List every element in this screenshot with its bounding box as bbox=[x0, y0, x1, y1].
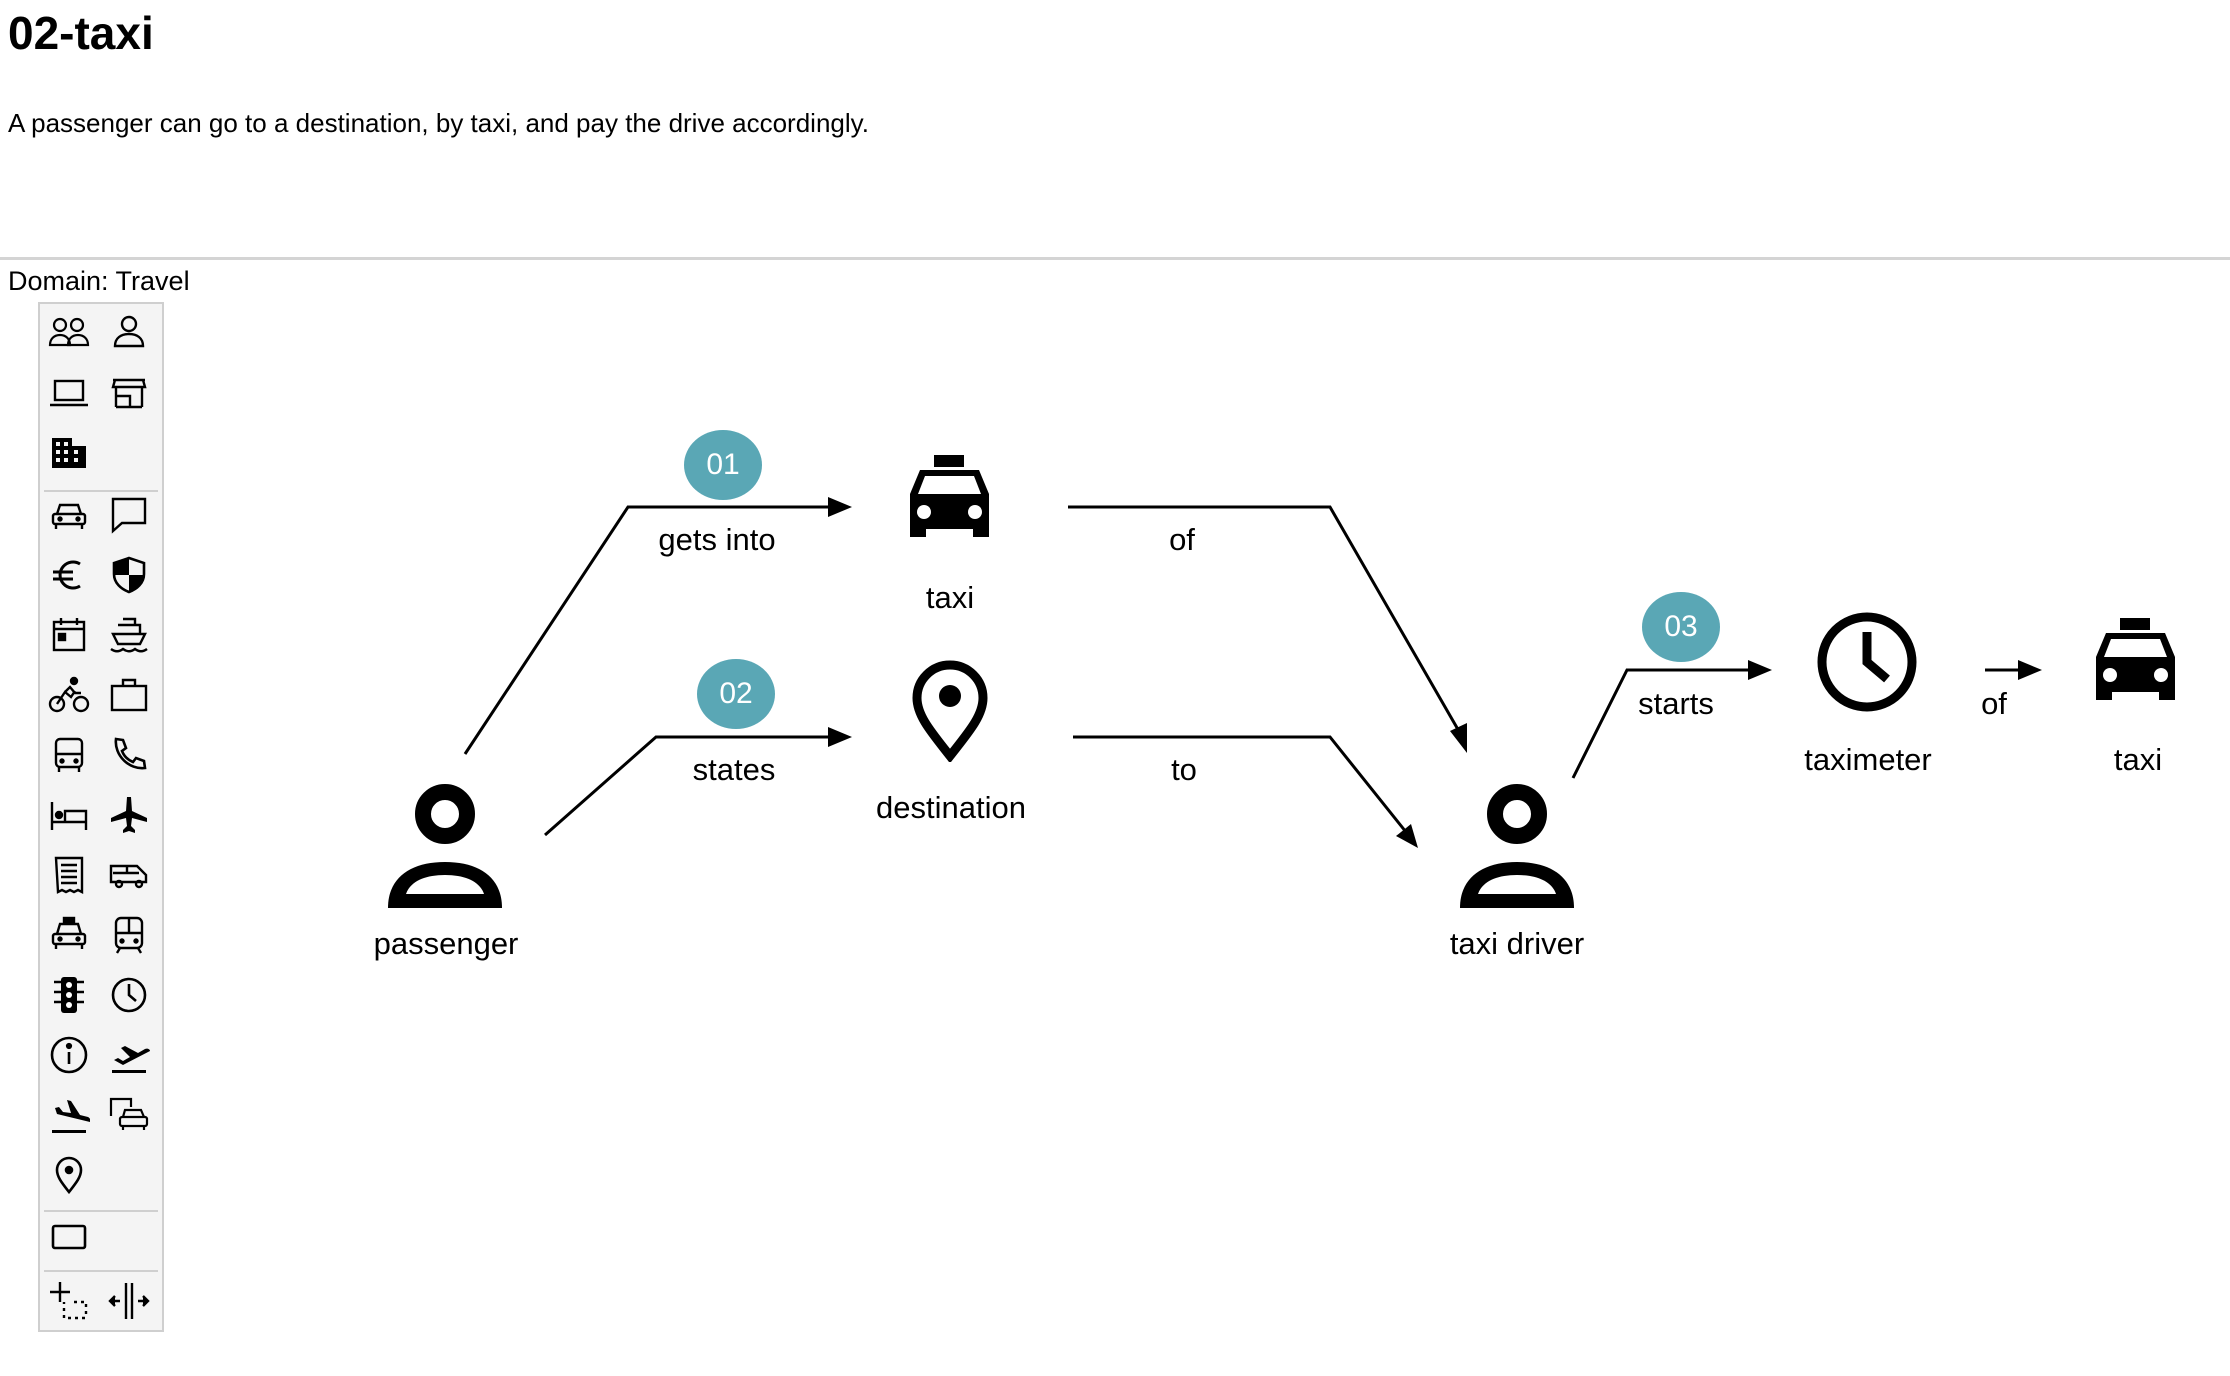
calendar-icon[interactable] bbox=[48, 614, 90, 656]
person-icon[interactable] bbox=[108, 312, 150, 354]
palette-separator bbox=[44, 1210, 158, 1212]
edge-label-of-2: of bbox=[1981, 686, 2007, 721]
node-label-passenger: passenger bbox=[373, 926, 519, 961]
selection-icon[interactable] bbox=[48, 1280, 90, 1322]
edge-label-of: of bbox=[1169, 522, 1195, 557]
arrowhead bbox=[1396, 824, 1418, 848]
car-rental-icon[interactable] bbox=[108, 1094, 150, 1136]
arrowhead bbox=[828, 727, 852, 747]
destination-location-icon[interactable] bbox=[910, 660, 990, 762]
van-icon[interactable] bbox=[108, 854, 150, 896]
ship-icon[interactable] bbox=[108, 614, 150, 656]
bus-icon[interactable] bbox=[48, 734, 90, 776]
info-icon[interactable] bbox=[48, 1034, 90, 1076]
edge-gets-into[interactable] bbox=[463, 505, 832, 755]
building-icon[interactable] bbox=[48, 432, 90, 474]
tram-icon[interactable] bbox=[108, 914, 150, 956]
briefcase-icon[interactable] bbox=[108, 674, 150, 716]
phone-icon[interactable] bbox=[108, 734, 150, 776]
edge-label-gets-into: gets into bbox=[658, 522, 776, 557]
arrowhead bbox=[1450, 723, 1467, 753]
icon-palette bbox=[38, 302, 164, 1332]
cyclist-icon[interactable] bbox=[48, 674, 90, 716]
receipt-icon[interactable] bbox=[48, 854, 90, 896]
rectangle-icon[interactable] bbox=[48, 1216, 90, 1258]
clock-icon[interactable] bbox=[108, 974, 150, 1016]
arrowhead bbox=[2018, 660, 2042, 680]
arrowhead bbox=[828, 497, 852, 517]
arrowhead bbox=[1748, 660, 1772, 680]
palette-separator bbox=[44, 490, 158, 492]
shield-icon[interactable] bbox=[108, 554, 150, 596]
domain-label: Domain: Travel bbox=[8, 266, 190, 296]
node-label-taxi-driver: taxi driver bbox=[1449, 926, 1585, 961]
step-badge-01[interactable]: 01 bbox=[684, 430, 762, 500]
edge-to[interactable] bbox=[1073, 735, 1408, 833]
step-badge-03[interactable]: 03 bbox=[1642, 592, 1720, 662]
taxi-driver-person-icon[interactable] bbox=[1452, 780, 1582, 910]
node-label-taxi: taxi bbox=[925, 580, 975, 615]
store-icon[interactable] bbox=[108, 372, 150, 414]
traffic-light-icon[interactable] bbox=[48, 974, 90, 1016]
airplane-icon[interactable] bbox=[108, 794, 150, 836]
edge-of[interactable] bbox=[1068, 505, 1462, 734]
node-label-taxi-2: taxi bbox=[2113, 742, 2163, 777]
taxi-icon[interactable] bbox=[48, 914, 90, 956]
hotel-bed-icon[interactable] bbox=[48, 794, 90, 836]
page-description: A passenger can go to a destination, by … bbox=[8, 108, 869, 138]
node-label-taximeter: taximeter bbox=[1804, 742, 1932, 777]
edge-label-to: to bbox=[1171, 752, 1197, 787]
edge-starts[interactable] bbox=[1571, 668, 1752, 779]
edge-label-starts: starts bbox=[1638, 686, 1714, 721]
passenger-person-icon[interactable] bbox=[380, 780, 510, 910]
edge-states[interactable] bbox=[544, 735, 832, 837]
location-pin-icon[interactable] bbox=[48, 1154, 90, 1196]
taxi-node-icon-2[interactable] bbox=[2088, 615, 2183, 710]
taxi-node-icon[interactable] bbox=[902, 452, 997, 547]
people-icon[interactable] bbox=[48, 312, 90, 354]
palette-separator bbox=[44, 1270, 158, 1272]
flight-landing-icon[interactable] bbox=[48, 1094, 90, 1136]
split-icon[interactable] bbox=[108, 1280, 150, 1322]
edge-label-states: states bbox=[692, 752, 776, 787]
flight-takeoff-icon[interactable] bbox=[108, 1034, 150, 1076]
divider bbox=[0, 257, 2230, 260]
chat-bubble-icon[interactable] bbox=[108, 494, 150, 536]
node-label-destination: destination bbox=[876, 790, 1026, 825]
laptop-icon[interactable] bbox=[48, 372, 90, 414]
euro-icon[interactable] bbox=[48, 554, 90, 596]
car-icon[interactable] bbox=[48, 494, 90, 536]
taximeter-clock-icon[interactable] bbox=[1815, 610, 1919, 714]
step-badge-02[interactable]: 02 bbox=[697, 659, 775, 729]
page-title: 02-taxi bbox=[8, 7, 154, 59]
